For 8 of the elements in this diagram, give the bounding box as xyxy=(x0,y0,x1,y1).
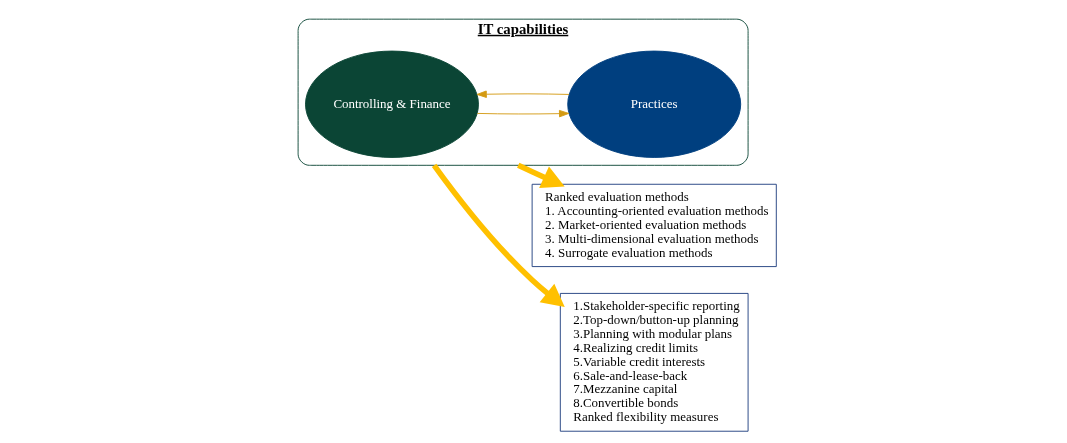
node-box: 1.Stakeholder-specific reporting 2.Top-down/button-up planning 3.Planning with modular plans 4.Realizing credit limits 5.Variable credit interests 6.Sale-and-lease-back 7.Mezzanine capital 8.Convertible bonds Ranked flexibility measures xyxy=(559,292,749,432)
node-ellipse: Controlling & Finance xyxy=(305,50,479,158)
arrow xyxy=(517,162,565,189)
arrow xyxy=(476,90,570,98)
node-ellipse: Practices xyxy=(567,50,742,158)
arrow xyxy=(477,109,570,118)
arrow xyxy=(431,163,565,308)
node-box: Ranked evaluation methods 1. Accounting-oriented evaluation methods 2. Market-oriented evaluation methods 3. Multi-dimensional evaluation methods 4. Surrogate evaluation methods xyxy=(531,183,777,268)
